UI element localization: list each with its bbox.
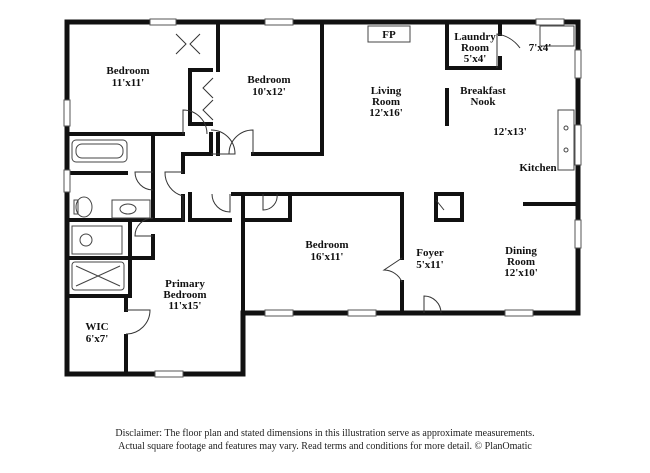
living-room-dims: 12'x16' — [369, 107, 403, 119]
breakfast-nook-dims: 12'x13' — [493, 126, 527, 138]
primary-vanity — [71, 225, 123, 255]
dining-room-name2: Room — [507, 256, 535, 268]
kitchen-name: Kitchen — [519, 162, 556, 174]
dining-room-name: Dining — [505, 245, 537, 257]
shower — [71, 261, 125, 291]
wic-name: WIC — [85, 321, 108, 333]
fireplace-label: FP — [382, 29, 396, 41]
kitchen-counter — [557, 109, 575, 171]
pantry-dims: 7'x4' — [529, 42, 552, 54]
bedroom-center-name: Bedroom — [305, 239, 348, 251]
interior-walls — [65, 20, 580, 376]
breakfast-nook-name2: Nook — [470, 96, 496, 108]
foyer-dims: 5'x11' — [416, 259, 444, 271]
wic-dims: 6'x7' — [86, 333, 109, 345]
bedroom-n-name: Bedroom — [247, 74, 290, 86]
bedroom-n-dims: 10'x12' — [252, 86, 286, 98]
windows — [63, 18, 582, 378]
living-room-name: Living — [371, 85, 402, 97]
closet-doors — [175, 33, 214, 121]
laundry-name: Laundry — [454, 31, 496, 43]
foyer-name: Foyer — [416, 247, 444, 259]
breakfast-nook-name: Breakfast — [460, 85, 506, 97]
sink-vanity — [111, 199, 151, 219]
fridge — [539, 25, 575, 47]
laundry-dims: 5'x4' — [464, 53, 487, 65]
living-room-name2: Room — [372, 96, 400, 108]
primary-bedroom-name2: Bedroom — [163, 289, 206, 301]
bedroom-center-dims: 16'x11' — [310, 251, 343, 263]
primary-bedroom-name: Primary — [165, 278, 205, 290]
bedroom-nw-dims: 11'x11' — [112, 77, 144, 89]
bathtub — [71, 139, 128, 163]
toilet — [75, 196, 93, 218]
door-swings — [125, 33, 521, 335]
disclaimer-line-2: Actual square footage and features may v… — [118, 441, 532, 452]
dining-room-dims: 12'x10' — [504, 267, 538, 279]
fireplace-box — [367, 25, 411, 43]
room-labels: Bedroom 11'x11' Bedroom 10'x12' FP Livin… — [85, 29, 556, 345]
fixtures — [71, 25, 575, 291]
disclaimer-line-1: Disclaimer: The floor plan and stated di… — [115, 428, 535, 439]
primary-bedroom-dims: 11'x15' — [168, 300, 201, 312]
laundry-name2: Room — [461, 42, 489, 54]
bedroom-nw-name: Bedroom — [106, 65, 149, 77]
